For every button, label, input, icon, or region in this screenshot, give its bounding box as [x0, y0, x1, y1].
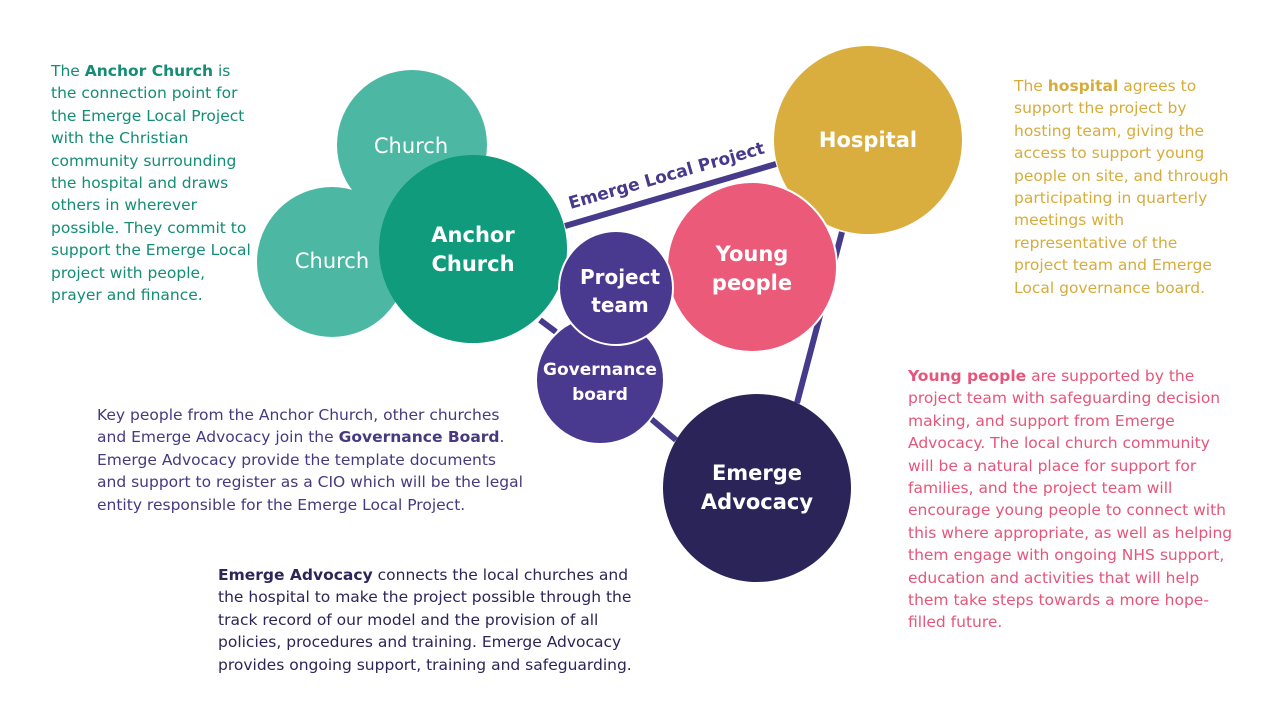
connector-anchor-hospital: [564, 161, 777, 229]
anchor-text-lead: The: [51, 62, 85, 80]
governance-text-lead: Key people from the Anchor Church, other…: [97, 406, 500, 447]
anchor-church-label-line1: Anchor: [431, 223, 515, 247]
project-team-circle: [558, 230, 674, 346]
young-people-circle: [666, 181, 838, 353]
young-text-bold: Young people: [908, 367, 1027, 385]
emerge-advocacy-label-line1: Emerge: [712, 461, 802, 485]
node-emerge-advocacy: Emerge Advocacy: [663, 394, 851, 582]
anchor-church-circle: [379, 155, 567, 343]
anchor-church-label-line2: Church: [431, 252, 514, 276]
project-team-label-line2: team: [591, 293, 648, 317]
node-anchor-church: Anchor Church: [379, 155, 567, 343]
governance-board-label-line2: board: [572, 385, 628, 405]
node-church-left: Church: [257, 187, 407, 337]
hospital-circle: [774, 46, 962, 234]
emerge-advocacy-label-line2: Advocacy: [701, 490, 813, 514]
node-project-team: Project team: [558, 230, 674, 346]
young-text-rest: are supported by the project team with s…: [908, 367, 1233, 632]
young-people-label-line2: people: [712, 271, 792, 295]
anchor-text-rest: is the connection point for the Emerge L…: [51, 62, 251, 305]
connector-anchor-governance: [538, 317, 558, 335]
hospital-label: Hospital: [819, 128, 917, 152]
governance-board-description: Key people from the Anchor Church, other…: [97, 404, 527, 516]
church-left-label: Church: [295, 249, 369, 273]
emerge-text-rest: connects the local churches and the hosp…: [218, 566, 632, 674]
young-people-description: Young people are supported by the projec…: [908, 365, 1238, 634]
node-hospital: Hospital: [774, 46, 962, 234]
anchor-text-bold: Anchor Church: [84, 62, 214, 80]
emerge-advocacy-description: Emerge Advocacy connects the local churc…: [218, 564, 658, 676]
church-left-circle: [257, 187, 407, 337]
hospital-text-bold: hospital: [1047, 77, 1119, 95]
governance-text-bold: Governance Board: [338, 428, 500, 447]
emerge-advocacy-circle: [663, 394, 851, 582]
hospital-text-rest: agrees to support the project by hosting…: [1014, 77, 1229, 297]
emerge-text-bold: Emerge Advocacy: [218, 566, 373, 584]
governance-text-rest: . Emerge Advocacy provide the template d…: [97, 428, 523, 514]
young-people-label-line1: Young: [715, 242, 789, 266]
node-young-people: Young people: [666, 181, 838, 353]
church-top-label: Church: [374, 134, 448, 158]
hospital-text-lead: The: [1014, 77, 1048, 95]
governance-board-label-line1: Governance: [543, 360, 657, 380]
anchor-church-description: The Anchor Church is the connection poin…: [51, 60, 251, 306]
project-team-label-line1: Project: [580, 265, 661, 289]
hospital-description: The hospital agrees to support the proje…: [1014, 75, 1229, 299]
connector-governance-emerge: [648, 415, 678, 443]
